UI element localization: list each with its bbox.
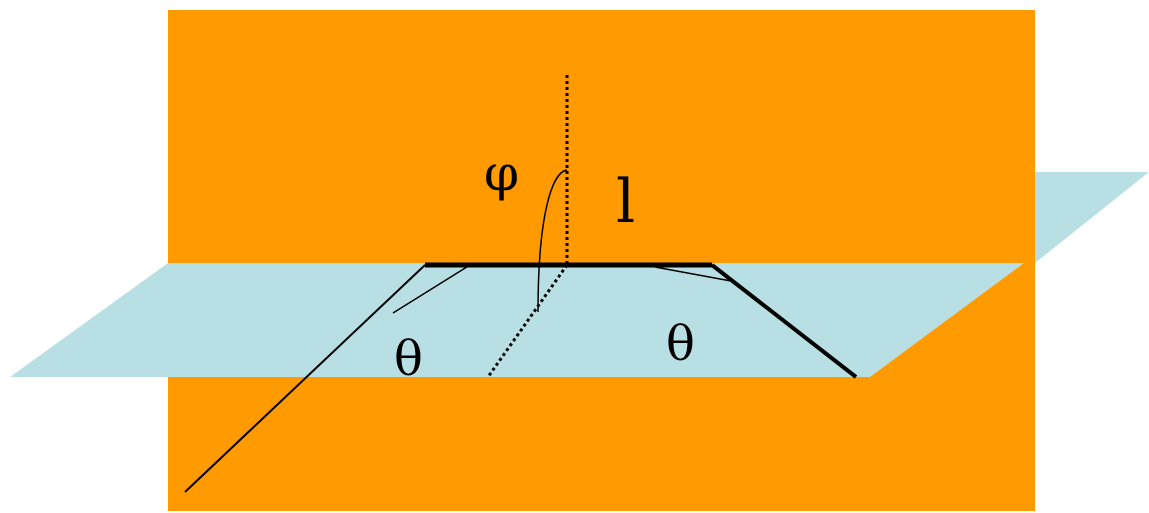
vertical-plane-upper xyxy=(168,10,1035,263)
vertical-plane-lower xyxy=(168,377,1035,511)
theta-right-label: θ xyxy=(666,316,695,372)
length-label: l xyxy=(616,167,635,237)
left-ray xyxy=(184,264,426,493)
theta-left-label: θ xyxy=(394,331,423,387)
vertical-plane-right-wedge xyxy=(870,263,1035,377)
right-ray xyxy=(710,263,858,379)
horizontal-plane xyxy=(10,172,1149,377)
theta-right-arc xyxy=(654,266,732,282)
phi-label: φ xyxy=(484,144,519,202)
phi-angle-arc xyxy=(537,169,568,313)
projection-line xyxy=(486,264,569,378)
theta-left-arc xyxy=(392,264,471,314)
